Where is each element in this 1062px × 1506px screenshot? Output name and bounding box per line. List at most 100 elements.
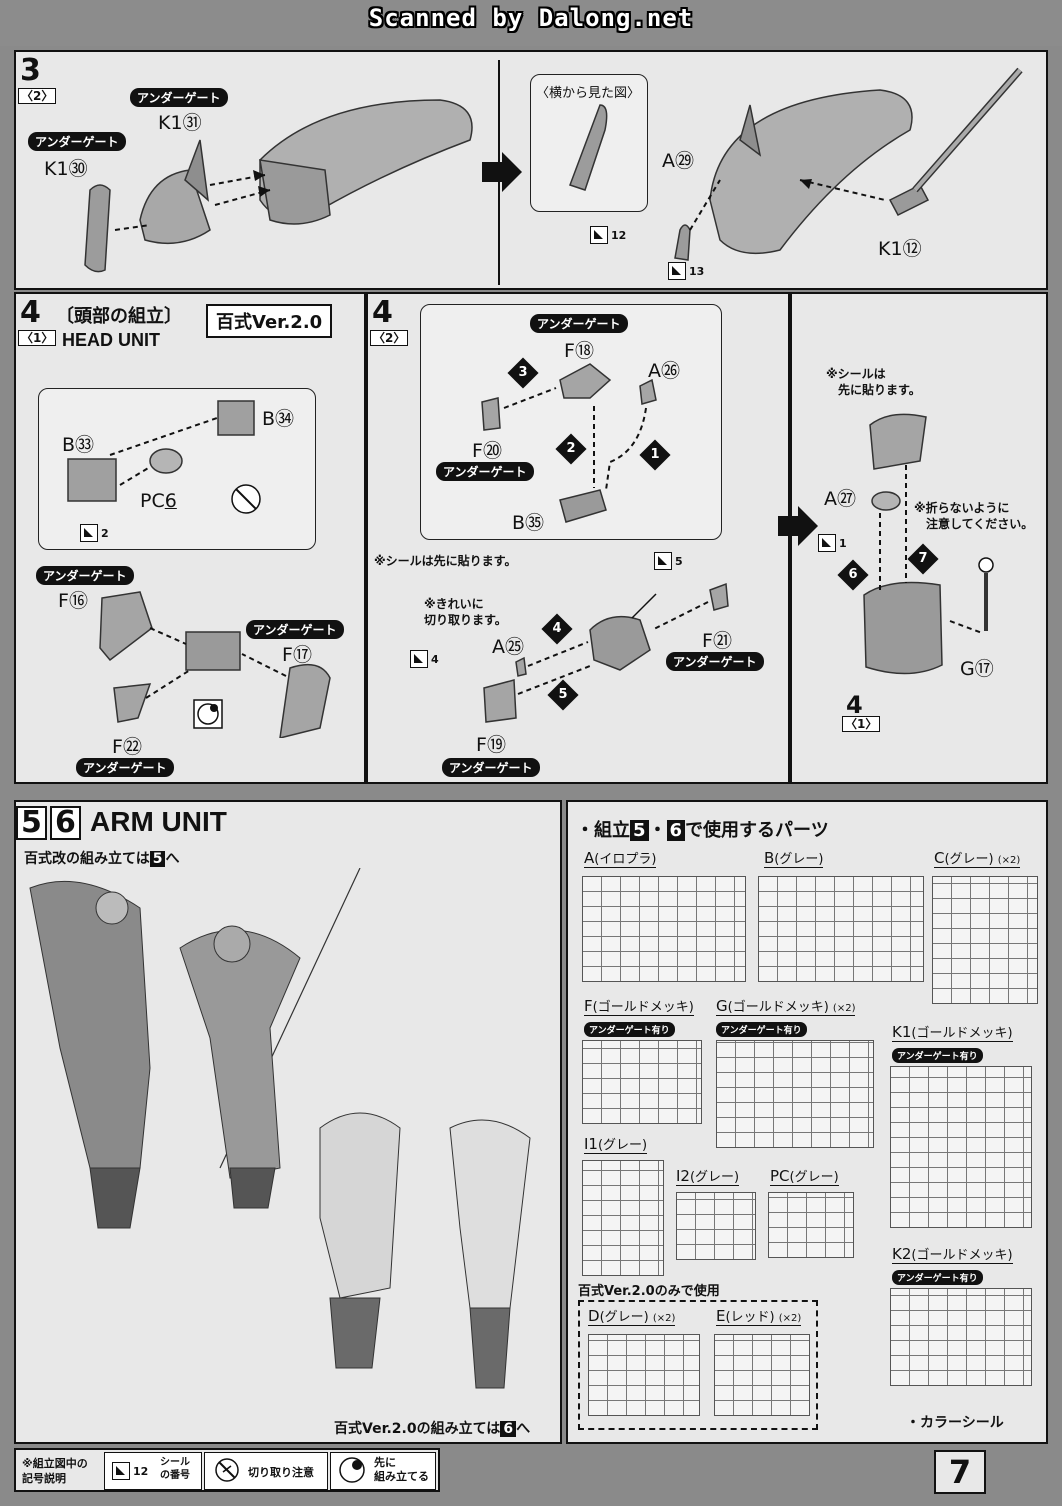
runner-f [582, 1040, 702, 1124]
part-label-f19: F⑲ [476, 734, 506, 756]
under-gate-present-tag: アンダーゲート有り [892, 1270, 983, 1285]
part-label-a25: A㉕ [492, 636, 525, 658]
part-label-k1-12: K1⑫ [878, 238, 922, 260]
runner-label-a: A(イロプラ) [584, 849, 657, 868]
part-label-f16: F⑯ [58, 590, 88, 612]
scan-watermark: Scanned by Dalong.net [368, 4, 694, 32]
runner-label-i2: I2(グレー) [676, 1167, 740, 1186]
legend-seal-line2: の番号 [160, 1470, 190, 1481]
legend-seal-line1: シール [160, 1457, 190, 1468]
seal-1-marker: 1 [818, 534, 847, 552]
legend-title-line1: ※組立図中の [22, 1457, 88, 1470]
under-gate-present-tag: アンダーゲート有り [584, 1022, 675, 1037]
part-label-b33: B㉝ [62, 434, 95, 456]
head-assembled-illustration [674, 67, 1023, 261]
cut-note-line2: 切り取ります。 [424, 613, 507, 627]
step4-2-number: 4 [372, 295, 393, 330]
seal-icon [112, 1462, 130, 1480]
cut-caution-icon [215, 1458, 239, 1482]
note-line: ※シールは [826, 367, 886, 381]
head-unit-title-en: HEAD UNIT [62, 330, 160, 350]
arm-renders-illustration [29, 868, 531, 1389]
under-gate-tag: アンダーゲート [442, 758, 540, 777]
part-label-a29: A㉙ [662, 150, 695, 172]
seal-5-marker: 5 [654, 552, 683, 570]
under-gate-tag: アンダーゲート [76, 758, 174, 777]
next-arrow-icon [778, 506, 818, 546]
head-unit-title-jp: 〔頭部の組立〕 [56, 306, 182, 327]
assemble-first-icon [339, 1457, 365, 1483]
seal-13-marker: 13 [668, 262, 704, 280]
runner-k1 [890, 1066, 1032, 1228]
part-label-a27: A㉗ [824, 488, 857, 510]
under-gate-tag: アンダーゲート [666, 652, 764, 671]
note-line: 先に貼ります。 [838, 383, 921, 397]
runner-label-k2: K2(ゴールドメッキ) [892, 1245, 1013, 1264]
page-number: 7 [934, 1450, 986, 1494]
part-label-k1-31: K1㉛ [158, 112, 202, 134]
side-view-label: 〈横から見た図〉 [536, 86, 641, 101]
part-label-f22: F㉒ [112, 736, 142, 758]
seal-12-marker: 12 [590, 226, 626, 244]
seal-first-note: ※シールは先に貼ります。 [374, 554, 517, 568]
legend-first-line2: 組み立てる [374, 1470, 429, 1483]
next-arrow-icon [482, 152, 522, 192]
legend-first-text: 先に組み立てる [374, 1456, 429, 1484]
runner-i2 [676, 1192, 756, 1260]
under-gate-present-tag: アンダーゲート有り [892, 1048, 983, 1063]
legend-seal-text: シールの番号 [160, 1456, 190, 1482]
runner-k2 [890, 1288, 1032, 1386]
part-label-f20: F⑳ [472, 440, 502, 462]
seal-icon [80, 524, 98, 542]
part-label-pc6: PC6 [140, 490, 177, 512]
runner-label-d: D(グレー) (×2) [588, 1307, 676, 1326]
step4-1-sub: 〈1〉 [18, 330, 57, 346]
runner-c [932, 876, 1038, 1004]
scan-header-bar [0, 0, 1062, 46]
part-label-f17: F⑰ [282, 644, 312, 666]
part-label-a26: A㉖ [648, 360, 681, 382]
part-label-f18: F⑱ [564, 340, 594, 362]
seal-icon [668, 262, 686, 280]
do-not-bend-note: ※折らないように注意してください。 [914, 500, 1033, 532]
runner-label-i1: I1(グレー) [584, 1135, 648, 1154]
step4-2-sub: 〈2〉 [370, 330, 409, 346]
seal-first-note-2: ※シールは先に貼ります。 [826, 366, 921, 398]
version-badge: 百式Ver.2.0 [206, 304, 333, 338]
color-seal-label: ・カラーシール [906, 1415, 1004, 1431]
legend-first-line1: 先に [374, 1456, 396, 1469]
step4-1-number: 4 [20, 295, 41, 330]
runner-label-c: C(グレー) (×2) [934, 849, 1021, 868]
head-crest-illustration [84, 99, 473, 273]
runner-label-g: G(ゴールドメッキ) (×2) [716, 997, 856, 1016]
legend-title-line2: 記号説明 [22, 1472, 66, 1485]
under-gate-tag: アンダーゲート [28, 132, 126, 151]
part-label-k1-30: K1㉚ [44, 158, 88, 180]
legend-cut-text: 切り取り注意 [248, 1466, 314, 1479]
head-face-illustration [483, 582, 729, 723]
ref-step-sub: 〈1〉 [842, 716, 881, 732]
legend-seal-marker: 12 [112, 1462, 148, 1480]
runner-e [714, 1334, 810, 1416]
seal-icon [590, 226, 608, 244]
runner-b [758, 876, 924, 982]
cut-carefully-note: ※きれいに切り取ります。 [424, 596, 507, 628]
runner-pc [768, 1192, 854, 1258]
arm-step-5: 5 [16, 806, 47, 840]
head-front-illustration [481, 363, 657, 523]
runner-a [582, 876, 746, 982]
seal-icon [654, 552, 672, 570]
part-label-g17: G⑰ [960, 658, 994, 680]
crest-side-view-illustration [569, 104, 608, 191]
note-line: ※折らないように [914, 501, 1010, 515]
under-gate-tag: アンダーゲート [130, 88, 228, 107]
part-label-b34: B㉞ [262, 408, 295, 430]
ver-only-group [578, 1300, 818, 1430]
head-inner-illustration [67, 400, 261, 514]
runner-label-f: F(ゴールドメッキ) [584, 997, 694, 1016]
note-line: 注意してください。 [926, 517, 1034, 531]
under-gate-present-tag: アンダーゲート有り [716, 1022, 807, 1037]
runner-label-b: B(グレー) [764, 849, 824, 868]
